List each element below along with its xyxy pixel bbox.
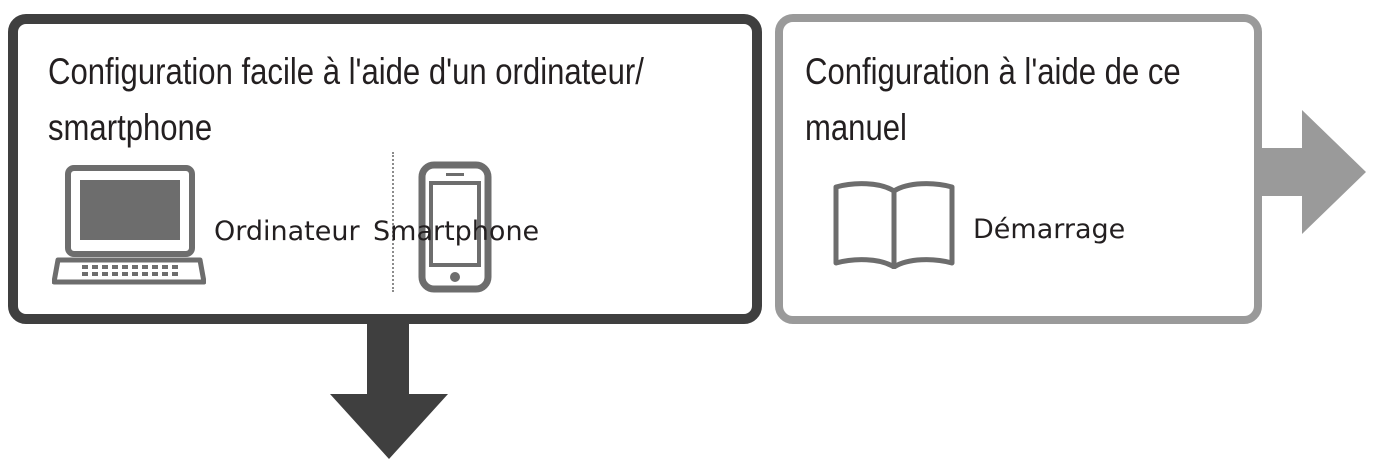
panel-divider — [392, 152, 394, 292]
computer-smartphone-title-line2: smartphone — [48, 107, 213, 148]
manual-title-line1: Configuration à l'aide de ce — [805, 51, 1181, 92]
computer-smartphone-panel-title: Configuration facile à l'aide d'un ordin… — [48, 44, 644, 156]
open-book-icon — [833, 181, 955, 269]
manual-panel-title: Configuration à l'aide de ce manuel — [805, 44, 1181, 156]
manual-setup-panel: Configuration à l'aide de ce manuel Démar… — [775, 14, 1262, 324]
computer-smartphone-title-line1: Configuration facile à l'aide d'un ordin… — [48, 51, 644, 92]
laptop-icon — [52, 165, 206, 285]
getting-started-label: Démarrage — [973, 214, 1126, 245]
smartphone-icon — [418, 161, 492, 293]
arrow-right-icon — [1262, 110, 1366, 234]
arrow-down-icon — [330, 324, 448, 459]
laptop-label: Ordinateur — [214, 216, 360, 247]
smartphone-label: Smartphone — [373, 216, 540, 247]
computer-smartphone-setup-panel: Configuration facile à l'aide d'un ordin… — [8, 14, 762, 324]
manual-title-line2: manuel — [805, 107, 907, 148]
